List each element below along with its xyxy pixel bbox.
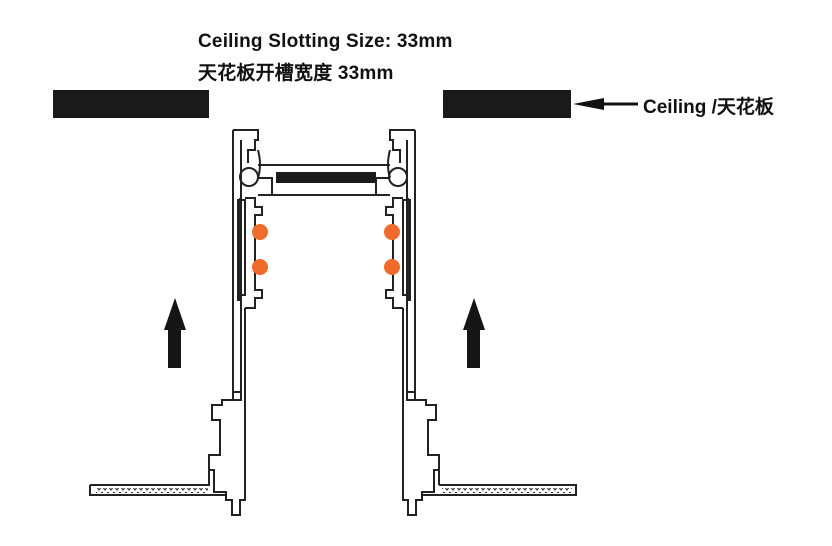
- conductor-bar: [276, 172, 376, 183]
- profile-left-channel: [237, 198, 246, 300]
- flange-left: [89, 470, 226, 496]
- flange-right: [422, 470, 577, 496]
- profile-right-wall: [385, 129, 440, 516]
- profile-top-bridge: [257, 149, 391, 196]
- ceiling-block-left: [53, 90, 209, 118]
- contact-dot-left-lower: [252, 259, 268, 275]
- up-arrow-left-icon: [164, 298, 186, 368]
- ceiling-block-right: [443, 90, 571, 118]
- profile-left-wall: [208, 129, 263, 516]
- profile-boss-left: [239, 167, 259, 187]
- profile-boss-right: [388, 167, 408, 187]
- contact-dot-left-upper: [252, 224, 268, 240]
- slotting-size-title-cn: 天花板开槽宽度 33mm: [198, 63, 394, 84]
- ceiling-label: Ceiling /天花板: [643, 97, 774, 118]
- contact-dot-right-lower: [384, 259, 400, 275]
- ceiling-pointer-arrow: [573, 98, 638, 110]
- up-arrow-right-icon: [463, 298, 485, 368]
- slotting-size-title-en: Ceiling Slotting Size: 33mm: [198, 31, 453, 52]
- contact-dot-right-upper: [384, 224, 400, 240]
- profile-right-channel: [402, 198, 411, 300]
